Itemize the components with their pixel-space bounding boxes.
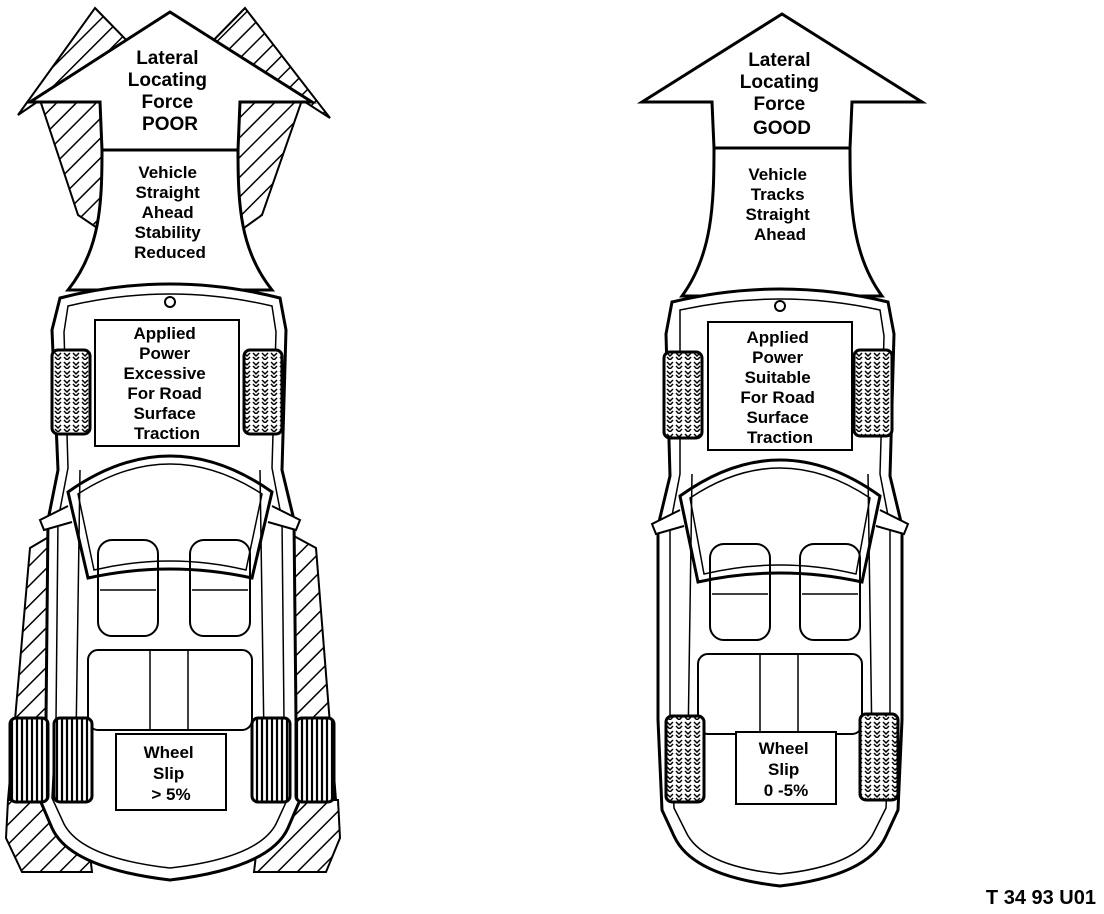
right-rear-right-tyre xyxy=(858,712,900,802)
left-slip-label: Wheel Slip > 5% xyxy=(144,743,199,804)
left-power-box xyxy=(94,319,240,447)
right-force-arrow xyxy=(636,12,928,298)
left-arrow-label: Lateral Locating Force POOR xyxy=(128,48,212,135)
figure-reference: T 34 93 U01 xyxy=(986,887,1096,909)
left-front-left-tyre xyxy=(50,348,92,436)
right-arrow-label: Lateral Locating Force GOOD xyxy=(740,50,824,139)
left-stability-label: Vehicle Straight Ahead Stability Reduced xyxy=(134,163,206,262)
left-front-right-tyre xyxy=(242,348,284,436)
right-front-right-tyre xyxy=(852,348,894,438)
right-stability-label: Vehicle Tracks Straight Ahead xyxy=(746,165,815,244)
right-slip-box xyxy=(735,731,837,805)
right-power-box xyxy=(707,321,853,451)
right-front-left-tyre xyxy=(662,350,704,440)
left-vehicle: Lateral Locating Force POOR Vehicle Stra… xyxy=(4,6,342,882)
right-vehicle: Lateral Locating Force GOOD Vehicle Trac… xyxy=(636,12,928,888)
left-slip-box xyxy=(115,733,227,811)
left-power-label: Applied Power Excessive For Road Surface… xyxy=(124,324,211,443)
left-rear-tyre-3 xyxy=(250,716,292,804)
right-rear-left-tyre xyxy=(664,714,706,804)
left-rear-tyre-2 xyxy=(52,716,94,804)
right-power-label: Applied Power Suitable For Road Surface … xyxy=(740,328,819,447)
left-rear-tyre-4 xyxy=(294,716,336,804)
right-slip-label: Wheel Slip 0 -5% xyxy=(759,739,814,800)
left-rear-tyre-1 xyxy=(8,716,50,804)
